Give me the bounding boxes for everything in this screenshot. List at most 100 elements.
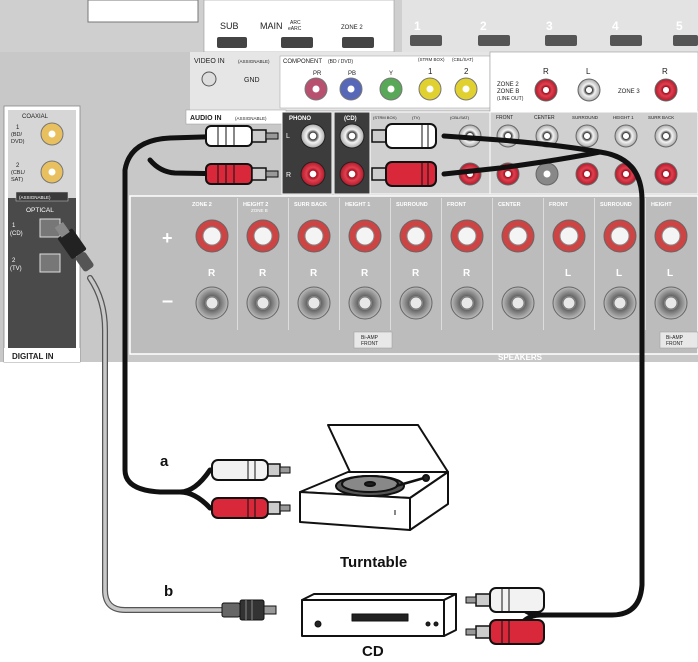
optical-label: OPTICAL (26, 207, 54, 214)
optical2-line1: 2 (12, 258, 16, 264)
component-pb-label: PB (348, 71, 356, 77)
bi-amp-box (353, 331, 393, 349)
video-in-label: VIDEO IN (194, 58, 225, 65)
video-strm-label: (STRM BOX) (418, 57, 445, 62)
receiver-rear-panel: SUB MAIN ARC eARC ZONE 2 1 2 3 4 5 VIDEO… (0, 0, 698, 363)
speaker-channel-letter: R (412, 268, 420, 279)
cd-player-icon (301, 593, 457, 637)
speaker-plus-terminal-cap (202, 226, 222, 246)
speaker-column-label: HEIGHT 2 (243, 202, 268, 208)
speaker-channel-letter: R (208, 268, 216, 279)
speaker-plus-terminal-cap (253, 226, 273, 246)
hdmi-number: 3 (546, 19, 553, 33)
speaker-channel-letter: R (361, 268, 369, 279)
zone2-out-line3: (LINE OUT) (497, 96, 524, 102)
speaker-column-label: HEIGHT (651, 202, 672, 208)
hdmi-number: 4 (612, 19, 619, 33)
phono-r-jack (300, 161, 326, 187)
plus-sign: + (162, 228, 173, 248)
speaker-column-label: SURROUND (600, 202, 632, 208)
speaker-minus-terminal-cap (409, 296, 423, 310)
phono-l-jack (300, 123, 326, 149)
speaker-minus-terminal-cap (205, 296, 219, 310)
phono-r-label: R (286, 172, 291, 179)
speaker-channel-letter: R (259, 268, 267, 279)
cable-b-optical (87, 275, 225, 613)
speaker-minus-terminal-cap (664, 296, 678, 310)
preout-height1-l-jack (614, 124, 638, 148)
speaker-plus-terminal-cap (304, 226, 324, 246)
speaker-channel-letter: L (667, 268, 673, 279)
zone2-out-l-jack (577, 78, 601, 102)
preout-labels: FRONT CENTER SURROUND HEIGHT 1 SURR BACK (496, 115, 674, 121)
zone2-r-label: R (543, 67, 549, 76)
hdmi-number-labels: 1 2 3 4 5 (414, 19, 683, 33)
speaker-channel-letter: L (565, 268, 571, 279)
speaker-column-sublabel: ZONE B (251, 208, 268, 213)
video-in-sub: (ASSIGNABLE) (238, 59, 270, 64)
speaker-plus-terminal-cap (457, 226, 477, 246)
optical1-line1: 1 (12, 223, 16, 229)
speaker-column-label: CENTER (498, 202, 521, 208)
rca-plugs-panel-cd (371, 123, 437, 187)
bi-amp-box-right (659, 331, 698, 349)
video-cbl-label: (CBL/SAT) (452, 57, 474, 62)
gnd-label: GND (244, 77, 260, 84)
speaker-minus-terminal-cap (358, 296, 372, 310)
speaker-plus-terminal-cap (406, 226, 426, 246)
hdmi-sub-label: SUB (220, 21, 239, 31)
zone2-out-line1: ZONE 2 (497, 82, 519, 88)
preout-surround-l-jack (575, 124, 599, 148)
coaxial-label: COAXIAL (22, 114, 49, 120)
hdmi-number: 2 (480, 19, 487, 33)
hdmi-zone2-label: ZONE 2 (341, 25, 363, 31)
phono-label: PHONO (289, 116, 311, 122)
speaker-minus-terminal-cap (460, 296, 474, 310)
coax2-label-line3: SAT) (11, 177, 23, 183)
tv-audio-label: (TV) (412, 115, 420, 120)
preout-label: FRONT (496, 115, 513, 121)
speaker-plus-terminal-cap (661, 226, 681, 246)
bi-amp-right-line1: Bi-AMP (666, 335, 684, 341)
optical-assignable: (ASSIGNABLE) (19, 195, 51, 200)
turntable-icon (299, 424, 449, 531)
speaker-plus-terminal-cap (508, 226, 528, 246)
audio-in-label: AUDIO IN (190, 115, 222, 122)
preout-surround-r-jack (575, 162, 599, 186)
zone3-label: ZONE 3 (618, 89, 640, 95)
optical2-line2: (TV) (10, 266, 22, 272)
coax2-label-line1: 2 (16, 163, 20, 169)
cd-label: CD (362, 643, 384, 660)
zone2-l-label: L (586, 67, 591, 76)
cable-a-label: a (160, 453, 169, 470)
cd-audio-label: (CD) (344, 116, 357, 122)
speaker-minus-terminal-cap (307, 296, 321, 310)
zone3-r-jack (654, 78, 678, 102)
hdmi-number: 5 (676, 19, 683, 33)
bi-amp-line1: Bi-AMP (361, 335, 379, 341)
zone3-r-label: R (662, 67, 668, 76)
video-number: 1 (428, 67, 433, 76)
speaker-minus-terminal-cap (256, 296, 270, 310)
component-sub: (BD / DVD) (328, 59, 353, 65)
hdmi-ports (217, 35, 698, 48)
coax1-label-line2: (BD/ (11, 132, 22, 138)
cd-r-jack (339, 161, 365, 187)
cable-a-turntable (122, 133, 237, 511)
strm-audio-label: (STRM BOX) (373, 115, 397, 120)
zone2-out-line2: ZONE B (497, 89, 519, 95)
rca-plugs-cd-end (465, 587, 545, 645)
preout-surrback-r-jack (654, 162, 678, 186)
speaker-plus-terminal-cap (559, 226, 579, 246)
audio-in-sub: (ASSIGNABLE) (235, 116, 267, 121)
speaker-column-label: SURROUND (396, 202, 428, 208)
bi-amp-right-line2: FRONT (666, 341, 683, 347)
coax2-label-line2: (CBL/ (11, 170, 26, 176)
coax1-label-line3: DVD) (11, 139, 25, 145)
speaker-channel-letter: R (310, 268, 318, 279)
phono-l-label: L (286, 133, 290, 140)
hdmi-number: 1 (414, 19, 421, 33)
speaker-column-label: ZONE 2 (192, 202, 212, 208)
